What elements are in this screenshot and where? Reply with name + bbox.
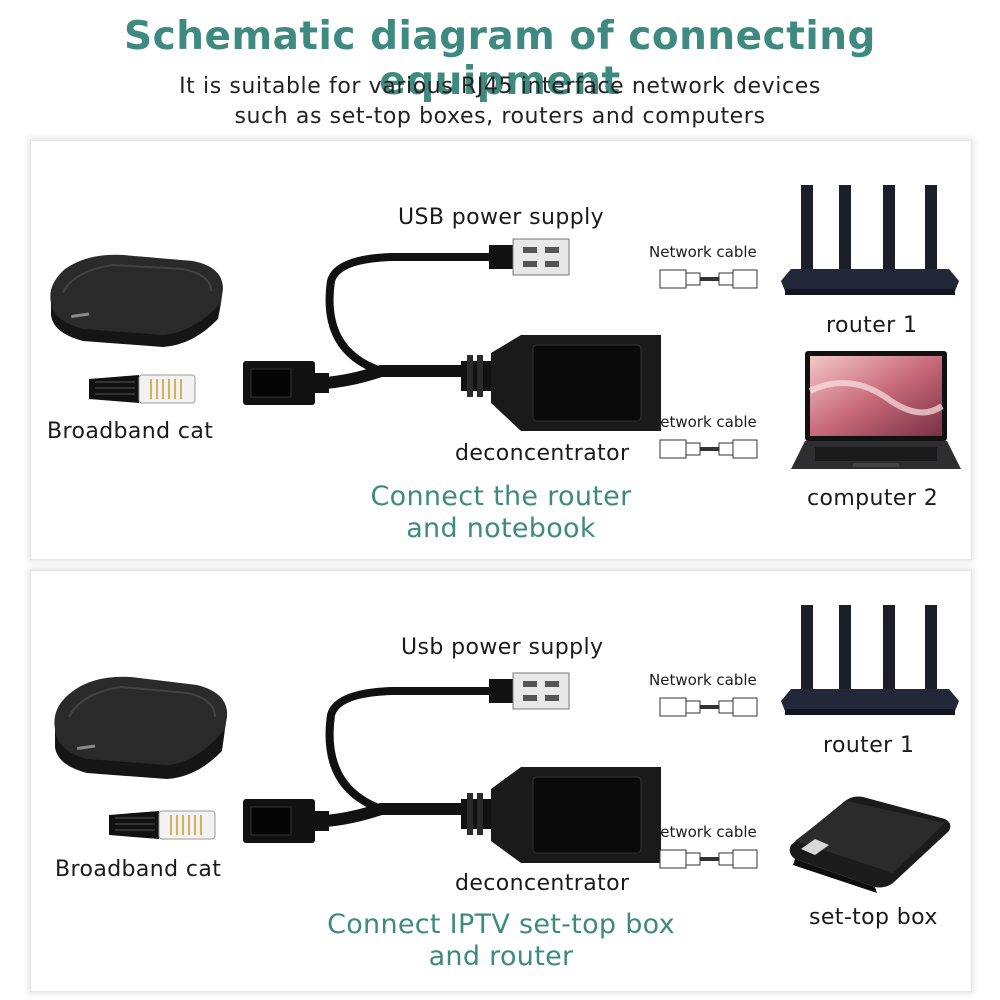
set-top-box-icon: [789, 796, 951, 893]
network-cable-icon-top: [659, 697, 758, 717]
splitter-cable-icon: [243, 238, 661, 431]
device-top-label: router 1: [826, 313, 918, 338]
cable-label-top: Network cable: [649, 671, 757, 689]
network-cable-icon-top: [659, 269, 758, 289]
device-bottom-label: computer 2: [807, 486, 939, 511]
cable-label-bottom: Network cable: [649, 413, 757, 431]
caption-line-1: Connect the router: [370, 481, 632, 512]
page-title: Schematic diagram of connecting equipmen…: [124, 14, 876, 104]
splitter-cable-icon: [243, 672, 661, 863]
rj45-plug-icon: [89, 374, 196, 404]
cable-label-bottom: Network cable: [649, 823, 757, 841]
caption-line-1: Connect IPTV set-top box: [327, 909, 675, 940]
caption: Connect the router and notebook: [301, 481, 701, 545]
usb-label: USB power supply: [398, 205, 605, 230]
usb-label: Usb power supply: [401, 635, 604, 660]
source-label: Broadband cat: [47, 419, 214, 444]
source-label: Broadband cat: [55, 857, 222, 882]
panel-iptv-router: Broadband cat Usb power supply deconcent…: [30, 570, 972, 992]
splitter-label: deconcentrator: [455, 871, 630, 896]
router-icon: [781, 605, 959, 715]
subtitle-line-1: It is suitable for various RJ45 interfac…: [179, 74, 821, 99]
rj45-plug-icon: [109, 810, 216, 840]
splitter-label: deconcentrator: [455, 441, 630, 466]
panel-router-notebook: Broadband cat USB power supply deconcent…: [30, 140, 972, 560]
caption-line-2: and router: [428, 941, 574, 972]
network-cable-icon-bottom: [659, 849, 758, 869]
caption: Connect IPTV set-top box and router: [271, 909, 731, 973]
subtitle-line-2: such as set-top boxes, routers and compu…: [234, 104, 766, 129]
modem-icon: [50, 254, 223, 347]
modem-icon: [54, 676, 228, 779]
caption-line-2: and notebook: [406, 513, 596, 544]
laptop-icon: [791, 351, 961, 469]
device-top-label: router 1: [823, 733, 915, 758]
cable-label-top: Network cable: [649, 243, 757, 261]
network-cable-icon-bottom: [659, 439, 758, 459]
router-icon: [781, 185, 959, 295]
device-bottom-label: set-top box: [809, 905, 938, 930]
